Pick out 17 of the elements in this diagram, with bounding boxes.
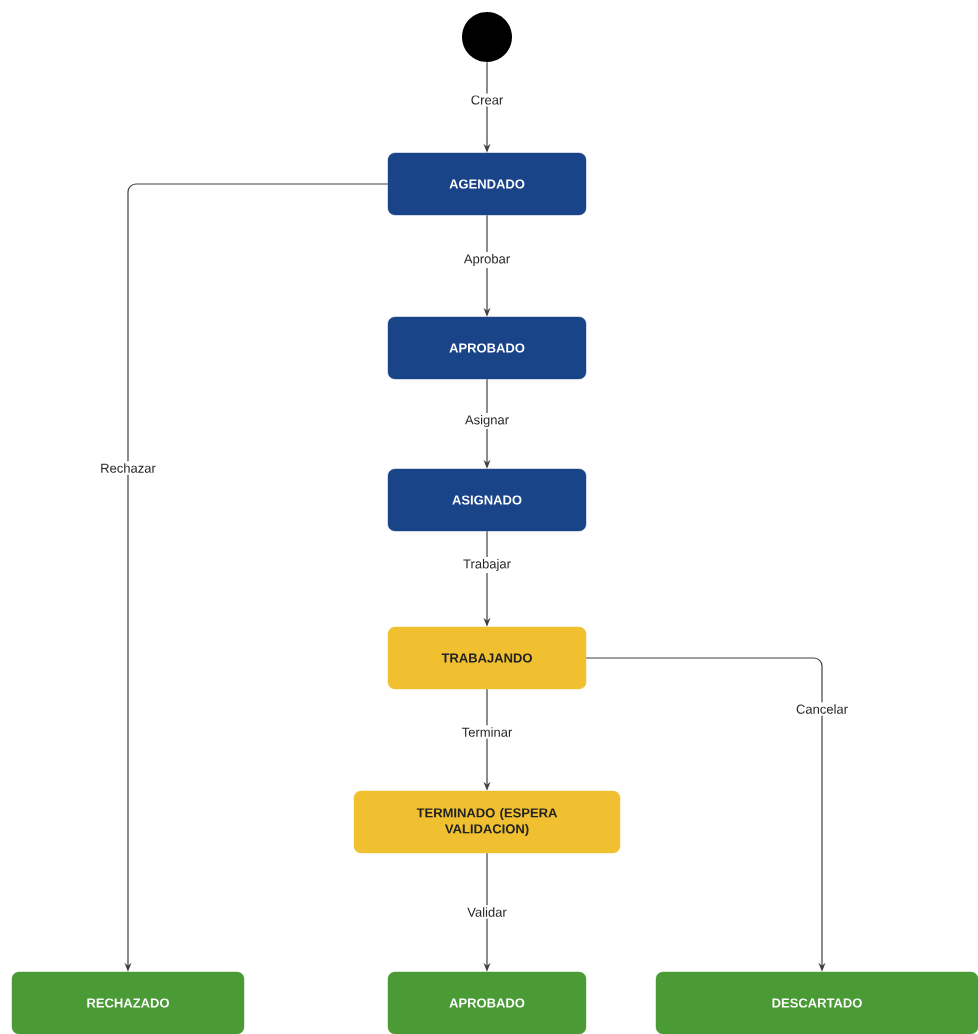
state-box: DESCARTADO [655, 971, 978, 1034]
edge-label: Trabajar [461, 556, 513, 574]
start-dot [462, 12, 512, 62]
edge-label: Aprobar [461, 251, 513, 269]
edge-label: Crear [468, 93, 506, 107]
edge-label: Rechazar [98, 461, 158, 475]
state-box: RECHAZADO [11, 971, 245, 1034]
state-box: APROBADO [387, 316, 587, 380]
state-box: APROBADO [387, 971, 587, 1034]
state-box: TERMINADO (ESPERA VALIDACION) [353, 790, 621, 854]
edge-label: Asignar [462, 412, 512, 430]
state-box: ASIGNADO [387, 468, 587, 532]
edge-label: Cancelar [794, 702, 850, 716]
edge-label: Terminar [459, 725, 515, 739]
edge-label: Validar [465, 905, 509, 919]
state-box: TRABAJANDO [387, 626, 587, 690]
state-box: AGENDADO [387, 152, 587, 216]
